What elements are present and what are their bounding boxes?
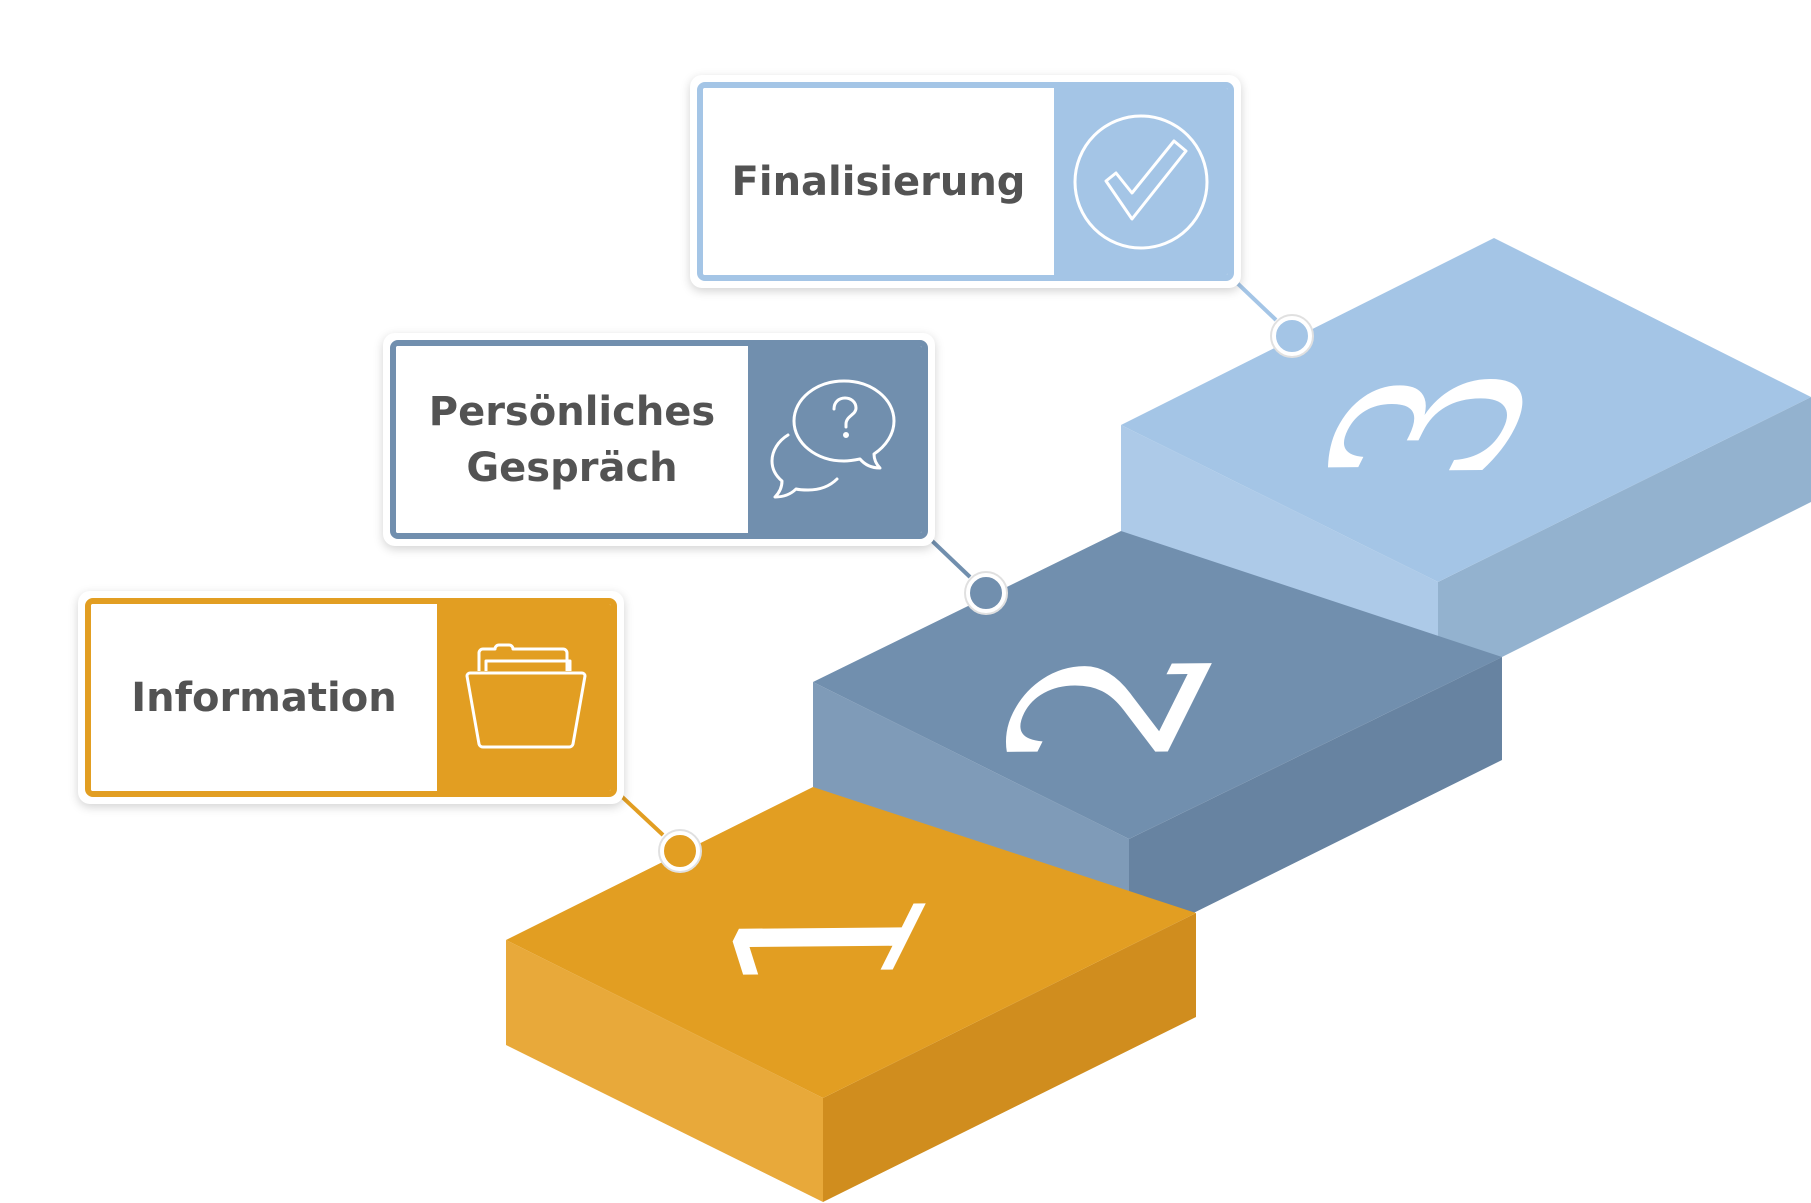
connector-2 (926, 535, 1008, 615)
connector-1 (616, 791, 702, 873)
step-2-label-line-2: Gespräch (466, 444, 678, 491)
step-3-card-frame: Finalisierung (697, 82, 1234, 281)
step-2-card: Persönliches Gespräch (383, 333, 935, 546)
step-3-card: Finalisierung (690, 75, 1241, 288)
connector-1-pin (658, 829, 702, 873)
step-1-icon-panel (437, 604, 611, 791)
step-2-numeral: 2 (943, 644, 1277, 766)
step-2-icon-panel (748, 346, 922, 533)
speech-bubbles-question-icon (770, 379, 896, 498)
step-1-card: Information (78, 591, 624, 804)
step-1-right-face (823, 913, 1196, 1202)
step-3-right-face (1438, 397, 1811, 688)
step-2-right-face (1129, 657, 1502, 945)
step-2-label: Persönliches Gespräch (396, 346, 748, 533)
step-3-top-face (1121, 238, 1811, 582)
step-3-numeral: 3 (1265, 364, 1599, 486)
connector-2-pin (964, 571, 1008, 615)
connector-3-pin (1270, 314, 1314, 358)
step-1-left-face (506, 940, 823, 1202)
connector-3 (1232, 278, 1314, 358)
step-1-numeral: 1 (661, 876, 995, 998)
checkmark-circle-icon (1073, 114, 1209, 249)
step-1-card-frame: Information (85, 598, 617, 797)
step-3-label: Finalisierung (703, 88, 1054, 275)
step-1-label: Information (91, 604, 437, 791)
step-2-label-line-1: Persönliches (428, 388, 716, 435)
step-3-icon-panel (1054, 88, 1228, 275)
step-2-card-frame: Persönliches Gespräch (390, 340, 928, 539)
folder-icon (465, 643, 587, 748)
